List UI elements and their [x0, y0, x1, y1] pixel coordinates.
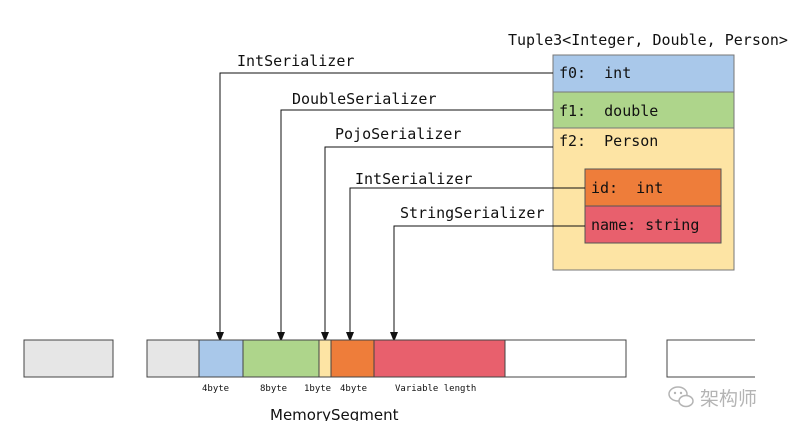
field-f0-row [552, 54, 735, 93]
field-f1-label: f1: double [559, 102, 658, 120]
serializer-label-f2: PojoSerializer [335, 125, 461, 143]
connector-arrow-f2 [321, 146, 553, 342]
person-name-label: name: string [591, 216, 699, 234]
memory-segment-label: MemorySegment [270, 406, 399, 421]
segment-block-id-4byte [330, 339, 375, 378]
person-name-row [584, 205, 722, 244]
serializer-label-name: StringSerializer [400, 204, 545, 222]
serializer-label-f1: DoubleSerializer [292, 90, 437, 108]
memory-segment-right-fragment [666, 339, 755, 378]
byte-label-variable-length: Variable length [395, 384, 476, 394]
watermark-text: 架构师 [700, 388, 757, 410]
byte-label-4byte-int: 4byte [202, 384, 229, 394]
segment-block-pojo-1byte [318, 339, 332, 378]
byte-label-8byte: 8byte [260, 384, 287, 394]
watermark: 架构师 [668, 386, 757, 410]
serializer-label-f0: IntSerializer [237, 52, 354, 70]
field-f2-label: f2: Person [559, 132, 658, 150]
field-f1-row [552, 91, 735, 129]
byte-label-1byte: 1byte [304, 384, 331, 394]
connector-arrow-f0 [216, 72, 553, 342]
segment-block-empty [146, 339, 200, 378]
memory-segment-left-fragment [23, 339, 114, 378]
connector-arrow-f1 [277, 109, 553, 342]
byte-label-4byte-id: 4byte [340, 384, 367, 394]
segment-block-int-4byte [198, 339, 244, 378]
segment-block-double-8byte [242, 339, 320, 378]
connector-arrow-id [346, 187, 585, 342]
tuple-title: Tuple3<Integer, Double, Person> [508, 31, 788, 49]
field-f0-label: f0: int [559, 64, 631, 82]
connector-arrow-name [390, 225, 585, 342]
segment-block-string-variable [373, 339, 506, 378]
person-id-label: id: int [591, 179, 663, 197]
wechat-icon [668, 386, 694, 408]
serializer-label-id: IntSerializer [355, 170, 472, 188]
